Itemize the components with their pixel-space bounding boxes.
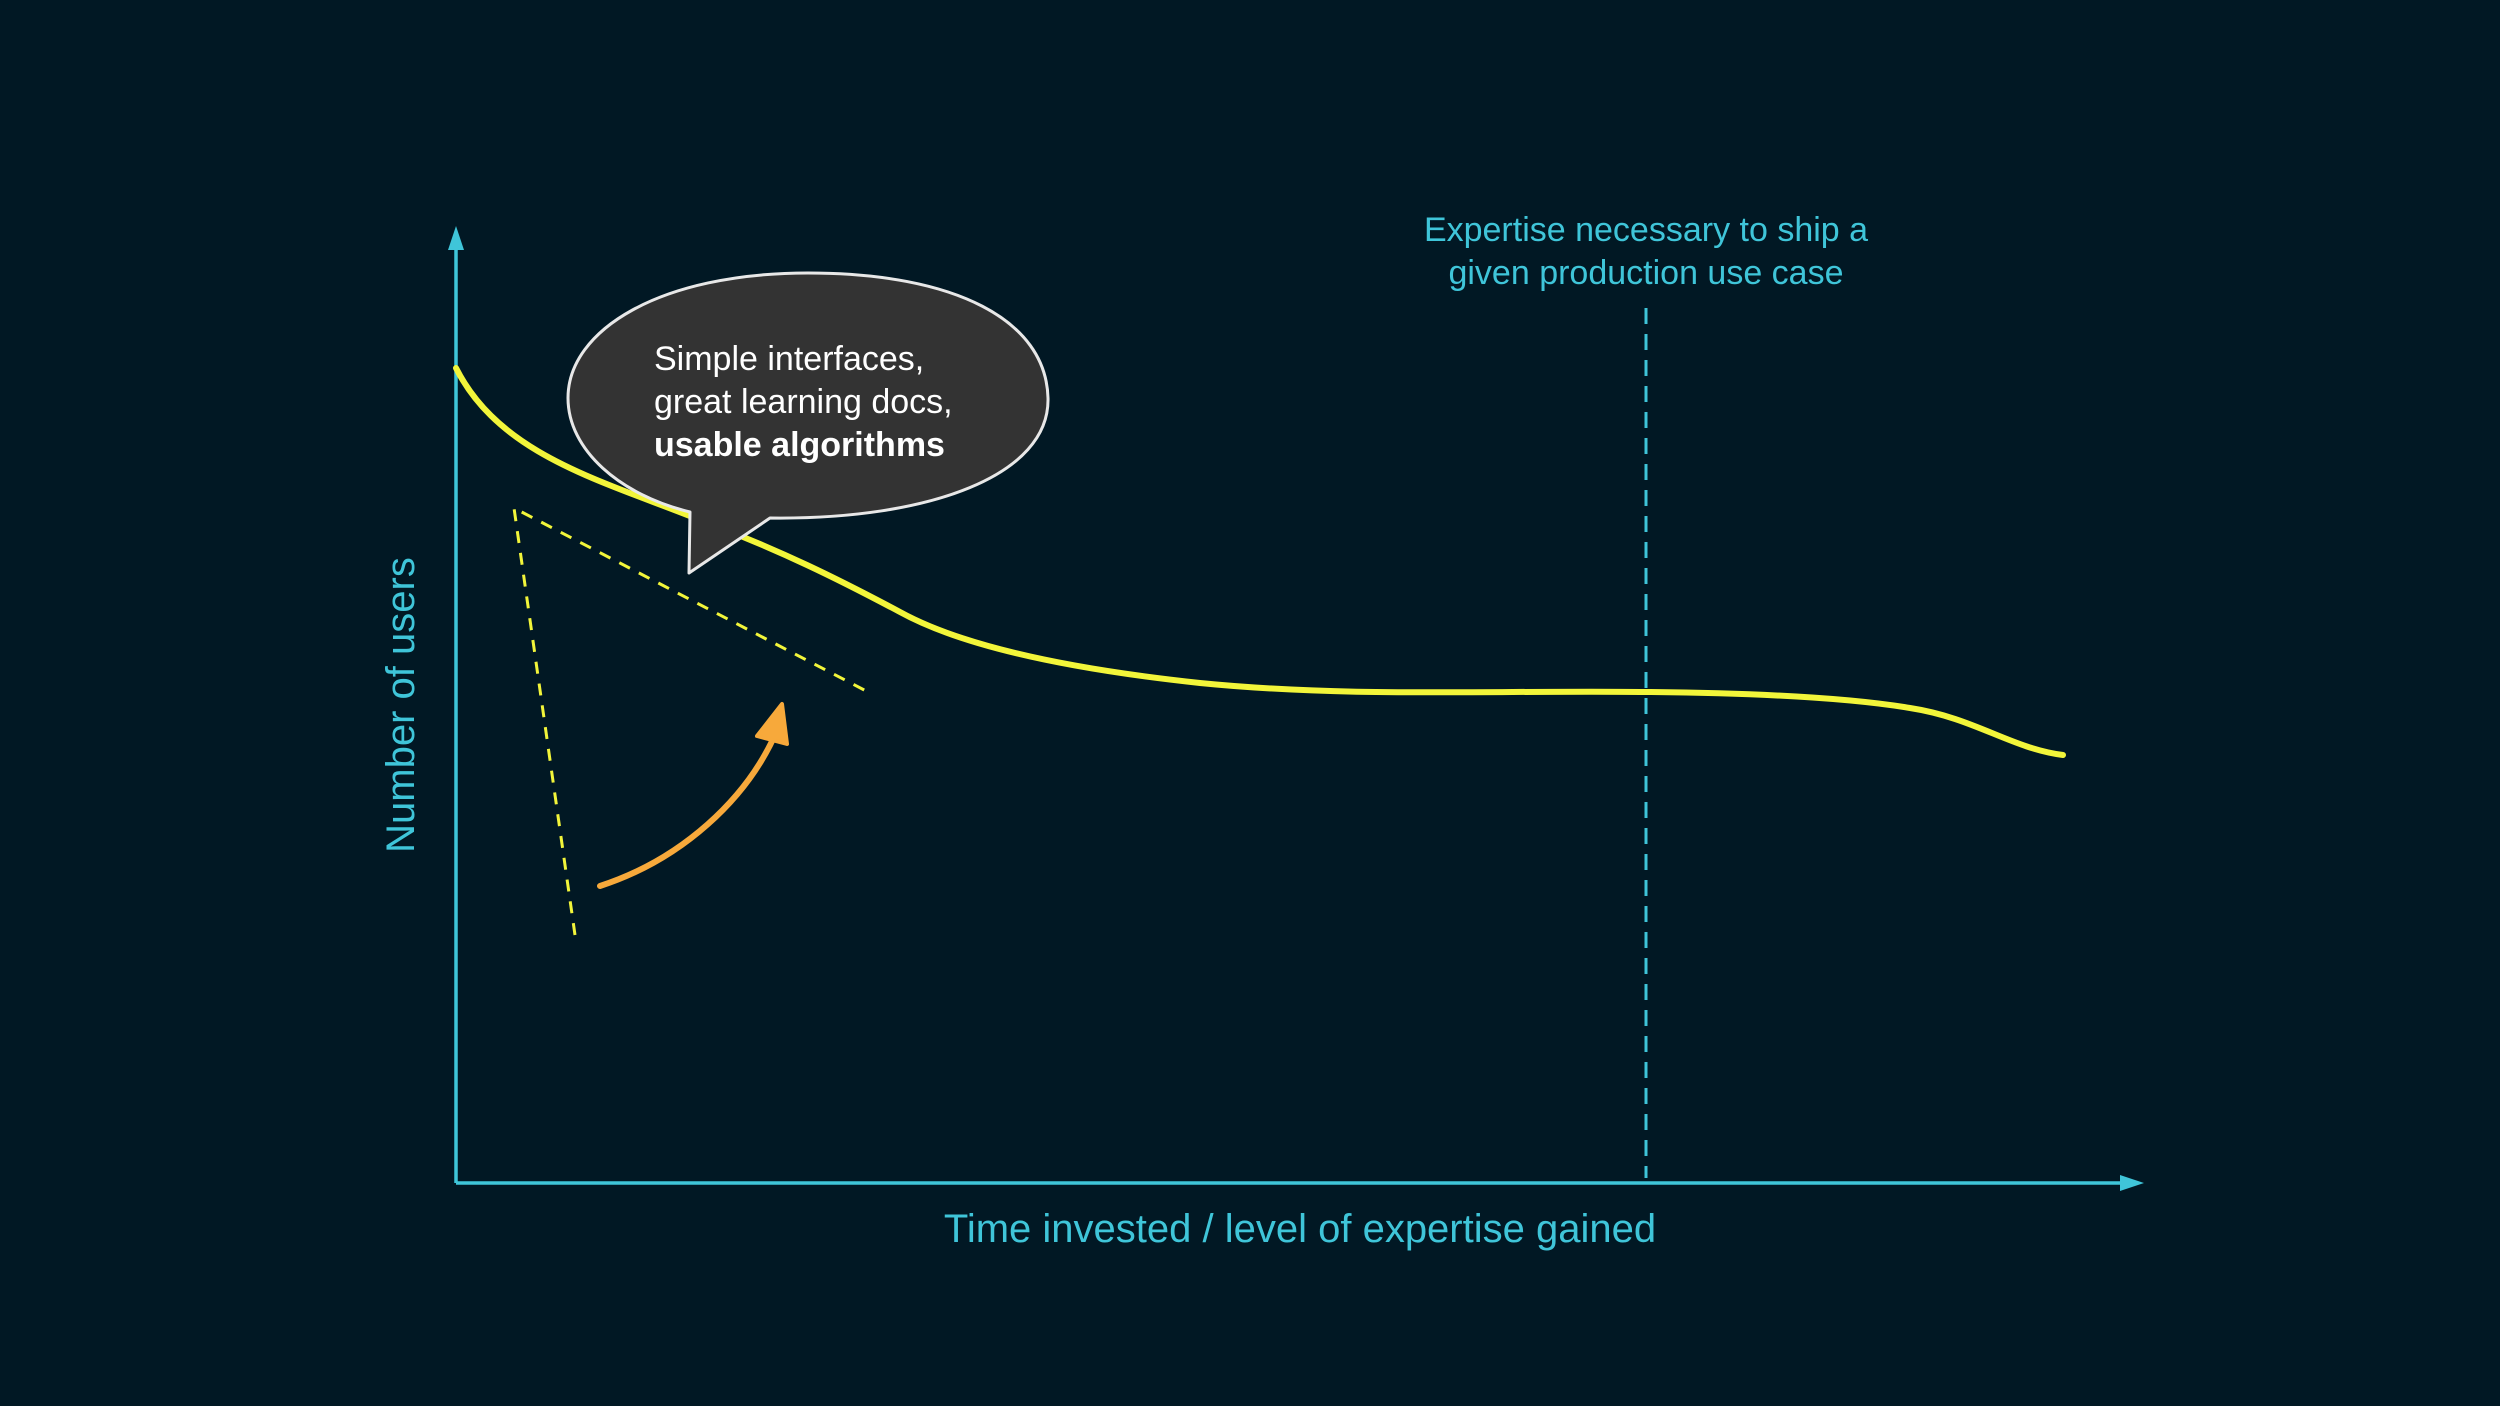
threshold-annotation-line1: Expertise necessary to ship a: [1424, 211, 1868, 249]
bubble-text-line2: great learning docs,: [654, 383, 953, 421]
y-axis-arrowhead: [448, 226, 464, 250]
bubble-text-line1: Simple interfaces,: [654, 340, 924, 378]
improvement-arrow: [597, 725, 781, 889]
x-axis-label: Time invested / level of expertise gaine…: [944, 1207, 1656, 1251]
y-axis-label: Number of users: [379, 557, 423, 853]
dashed-triangle: [512, 505, 871, 936]
speech-bubble: [566, 271, 1050, 575]
threshold-annotation-line2: given production use case: [1448, 254, 1843, 292]
bubble-text-line3-bold: usable algorithms: [654, 426, 945, 464]
x-axis-arrowhead: [2120, 1175, 2144, 1191]
improvement-arrow-head: [755, 702, 789, 746]
